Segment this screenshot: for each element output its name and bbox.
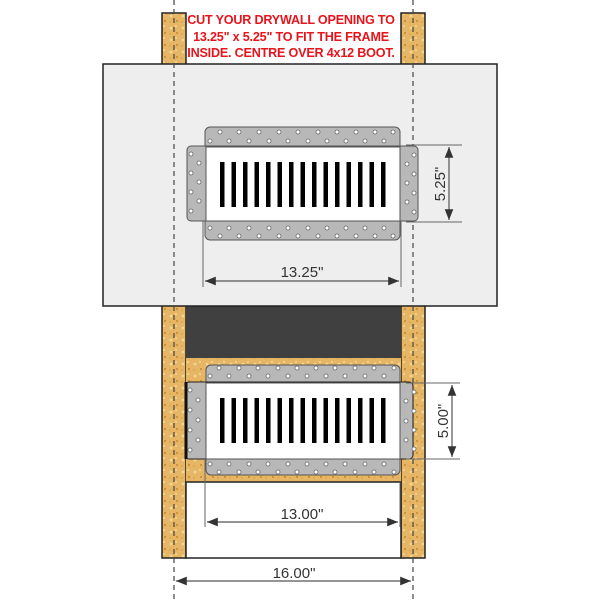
lower-vent-frame <box>184 364 417 476</box>
boot-opening <box>186 306 401 358</box>
instruction-note: CUT YOUR DRYWALL OPENING TO 13.25" x 5.2… <box>176 12 406 62</box>
instruction-line-2: 13.25" x 5.25" TO FIT THE FRAME <box>193 29 389 44</box>
upper-grille-slots <box>220 162 386 207</box>
stud-spacing-dimension: 16.00" <box>176 565 411 586</box>
lower-grille-slots <box>220 398 386 443</box>
lower-height-label: 5.00" <box>435 404 452 439</box>
lower-width-dimension: 13.00" <box>204 459 401 527</box>
instruction-line-1: CUT YOUR DRYWALL OPENING TO <box>187 13 395 27</box>
upper-height-dimension: 5.25" <box>406 144 462 223</box>
lower-width-label: 13.00" <box>281 506 324 523</box>
stud-spacing-label: 16.00" <box>273 565 316 582</box>
instruction-line-3: INSIDE. CENTRE OVER 4x12 BOOT. <box>187 46 395 60</box>
upper-height-label: 5.25" <box>432 167 449 202</box>
lower-height-dimension: 5.00" <box>406 382 460 460</box>
upper-width-label: 13.25" <box>281 264 324 281</box>
upper-width-dimension: 13.25" <box>202 221 402 287</box>
upper-vent-frame <box>186 126 419 241</box>
